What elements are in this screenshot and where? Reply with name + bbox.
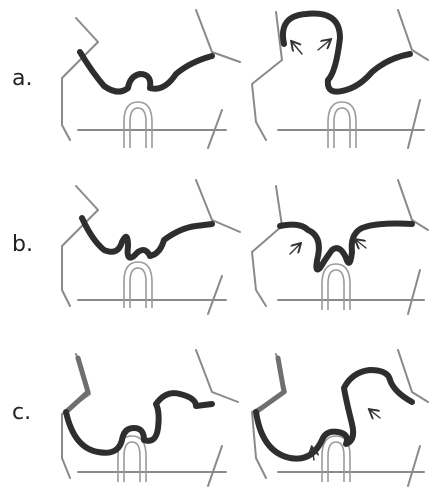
arrow-2 bbox=[318, 40, 330, 50]
membrane bbox=[82, 218, 212, 258]
cell bbox=[328, 102, 356, 148]
membrane bbox=[80, 52, 212, 92]
panel-b-right bbox=[252, 180, 428, 314]
membrane bbox=[283, 14, 410, 92]
cell bbox=[124, 262, 152, 308]
outline-right bbox=[196, 350, 238, 402]
arrow-1 bbox=[292, 42, 302, 54]
membrane bbox=[256, 370, 412, 459]
outline-right bbox=[398, 10, 428, 60]
arrow-2 bbox=[370, 410, 380, 418]
outline-left bbox=[62, 186, 98, 306]
outline-lower-right bbox=[208, 446, 222, 486]
thickened-wall bbox=[66, 358, 88, 412]
panel-a-right bbox=[252, 10, 428, 148]
outline-left bbox=[252, 12, 282, 140]
panel-c-right bbox=[252, 350, 428, 486]
cell bbox=[322, 264, 350, 310]
outline-lower-right bbox=[208, 276, 222, 314]
outline-right bbox=[196, 10, 240, 62]
cell bbox=[124, 102, 152, 148]
arrow-2 bbox=[356, 240, 366, 248]
panel-c-left bbox=[62, 350, 238, 486]
thickened-wall bbox=[256, 358, 284, 412]
outline-lower-right bbox=[408, 446, 420, 486]
outline-left bbox=[62, 18, 98, 140]
membrane bbox=[280, 224, 412, 270]
panel-a-left bbox=[62, 10, 240, 148]
membrane bbox=[66, 393, 212, 453]
panel-b-left bbox=[62, 180, 240, 314]
outline-lower-right bbox=[408, 100, 420, 148]
outline-lower-right bbox=[408, 270, 420, 314]
outline-left bbox=[252, 186, 282, 306]
arrow-1 bbox=[290, 244, 300, 254]
